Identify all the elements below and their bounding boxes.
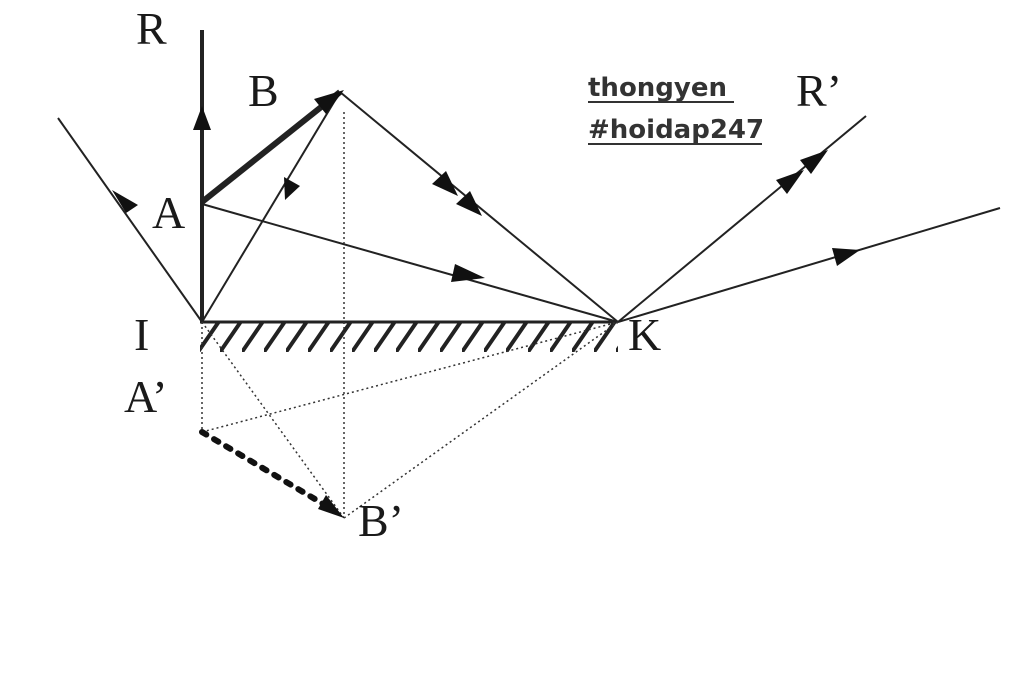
watermark: thongyen #hoidap247 [588, 73, 764, 145]
watermark-line-2: #hoidap247 [588, 115, 764, 145]
mirror [200, 320, 618, 352]
ray-K-reflected-A [617, 207, 1001, 323]
dotted-A-prime-to-K [201, 321, 619, 433]
label-R: R [136, 3, 167, 54]
arrow-image-B-prime [318, 495, 344, 518]
dotted-I-to-B-prime [201, 321, 345, 519]
label-A-prime: A’ [124, 371, 167, 422]
dotted-B-prime-to-K [343, 321, 619, 519]
arrow-K-to-R-prime-2 [800, 150, 828, 174]
arrow-up-R [193, 106, 211, 130]
label-B-prime: B’ [358, 495, 404, 546]
mirror-hatching [200, 322, 618, 352]
construction-lines [201, 112, 619, 519]
label-K: K [628, 309, 661, 360]
watermark-line-1: thongyen [588, 73, 727, 103]
ray-K-to-R-prime [617, 115, 867, 323]
ray-B-to-K [339, 91, 619, 323]
image-A-prime-B-prime [199, 429, 333, 511]
label-A: A [152, 187, 185, 238]
ray-I-reflected [57, 117, 203, 323]
arrowheads [112, 90, 860, 518]
label-B: B [248, 65, 279, 116]
arrow-K-reflected-A [832, 248, 860, 266]
arrow-B-to-I [284, 177, 300, 200]
ray-B-to-I [201, 91, 341, 323]
arrow-I-reflected [112, 190, 138, 213]
arrow-K-to-R-prime-1 [776, 170, 804, 194]
label-I: I [134, 309, 149, 360]
arrow-B-to-K-2 [456, 191, 482, 216]
arrow-A-to-B [314, 90, 344, 114]
label-R-prime: R’ [796, 65, 842, 116]
point-labels: R B A I A’ B’ K R’ [124, 3, 842, 546]
arrow-B-to-K-1 [432, 171, 458, 196]
arrow-A-to-K [451, 264, 485, 282]
object-AB [200, 89, 342, 205]
rays [57, 30, 1001, 323]
ray-A-to-K [201, 203, 619, 323]
